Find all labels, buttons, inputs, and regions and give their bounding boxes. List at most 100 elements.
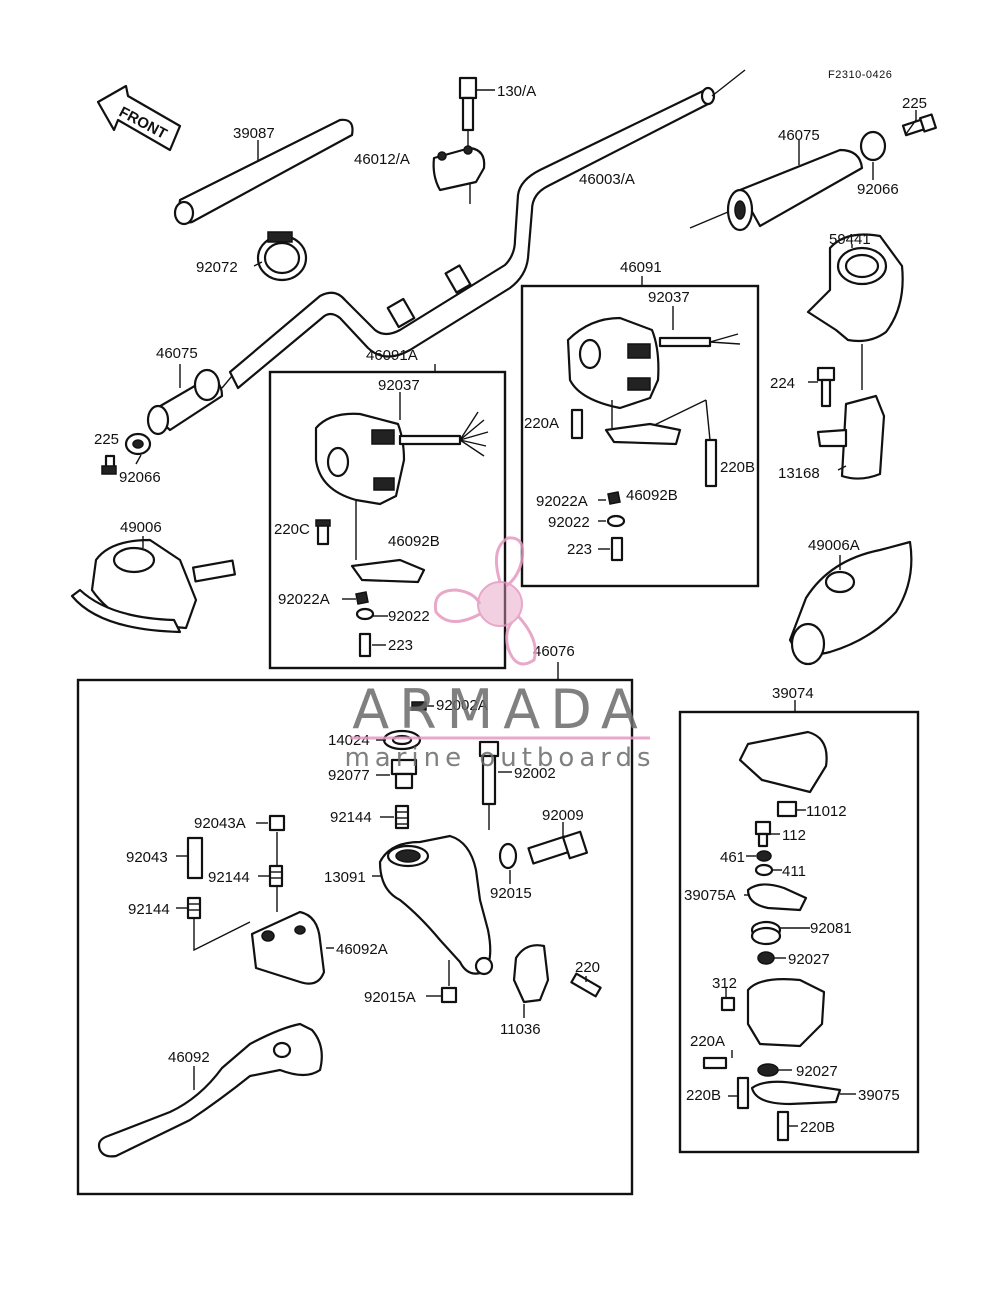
label-92072: 92072 bbox=[196, 259, 238, 276]
holder-bolt bbox=[458, 76, 495, 132]
left-washer bbox=[355, 607, 375, 621]
label-92015A: 92015A bbox=[364, 989, 416, 1006]
washer-92027-a bbox=[757, 951, 775, 965]
figure-code: F2310-0426 bbox=[828, 69, 892, 81]
label-46003A: 46003/A bbox=[579, 171, 635, 188]
choke-lever-box bbox=[678, 710, 920, 1154]
reservoir-cap bbox=[390, 758, 418, 790]
label-46075-left: 46075 bbox=[156, 345, 198, 362]
pivot-bolt bbox=[478, 740, 500, 830]
left-switch-cover bbox=[70, 536, 237, 634]
spring-92081 bbox=[750, 920, 782, 946]
watermark-propeller-icon bbox=[433, 536, 537, 666]
label-13091: 13091 bbox=[324, 869, 366, 886]
lever-plate-39075 bbox=[750, 1080, 842, 1106]
label-411: 411 bbox=[782, 863, 806, 880]
label-46076: 46076 bbox=[533, 643, 575, 660]
left-nut-square bbox=[355, 591, 369, 605]
label-59441: 59441 bbox=[829, 231, 871, 248]
adjuster-nut bbox=[498, 842, 518, 870]
washer-92027-b bbox=[757, 1063, 779, 1077]
holder-nut bbox=[440, 960, 458, 1004]
left-switch-box bbox=[268, 370, 507, 670]
washer-461 bbox=[756, 850, 772, 862]
watermark: ARMADA marine outboards bbox=[344, 536, 655, 773]
label-92015: 92015 bbox=[490, 885, 532, 902]
label-92022A-left: 92022A bbox=[278, 591, 330, 608]
left-switch-bottom-screw bbox=[358, 632, 372, 658]
left-grip bbox=[146, 364, 224, 436]
label-92002A: 92002A bbox=[436, 697, 488, 714]
label-92027-b: 92027 bbox=[796, 1063, 838, 1080]
clamp-band bbox=[256, 231, 308, 282]
left-switch-housing bbox=[314, 411, 489, 506]
label-92022-left: 92022 bbox=[388, 608, 430, 625]
label-46091A: 46091A bbox=[366, 347, 418, 364]
left-switch-screw bbox=[315, 519, 331, 546]
screw-220B-a bbox=[736, 1076, 750, 1110]
clutch-lever-box bbox=[76, 678, 634, 1196]
handlebar-holder bbox=[432, 130, 486, 204]
front-arrow: FRONT bbox=[96, 84, 182, 152]
label-13168: 13168 bbox=[778, 465, 820, 482]
washer-411 bbox=[754, 863, 774, 877]
label-39075: 39075 bbox=[858, 1087, 900, 1104]
watermark-tagline: marine outboards bbox=[344, 743, 655, 773]
spring-b bbox=[268, 864, 284, 888]
label-220: 220 bbox=[575, 959, 600, 976]
lever-holder bbox=[250, 910, 326, 985]
label-92066-left: 92066 bbox=[119, 469, 161, 486]
spring-c bbox=[186, 896, 251, 952]
label-220A-right: 220A bbox=[524, 415, 559, 432]
label-46075-top: 46075 bbox=[778, 127, 820, 144]
label-11036: 11036 bbox=[500, 1021, 541, 1038]
lever-cover bbox=[738, 730, 828, 794]
label-92144-b: 92144 bbox=[208, 869, 250, 886]
lever-plate-39075A bbox=[746, 883, 808, 912]
label-49006A: 49006A bbox=[808, 537, 860, 554]
label-92043A: 92043A bbox=[194, 815, 246, 832]
bar-pad bbox=[173, 118, 354, 226]
label-220B-a: 220B bbox=[686, 1087, 721, 1104]
clutch-lever bbox=[97, 1022, 323, 1158]
label-11012: 11012 bbox=[806, 803, 847, 820]
label-92043: 92043 bbox=[126, 849, 168, 866]
right-switch-bracket bbox=[604, 400, 682, 446]
handlebar bbox=[221, 69, 746, 390]
label-223-left: 223 bbox=[388, 637, 413, 654]
adjuster-bolt bbox=[527, 830, 589, 865]
part-labels: 130/A 39087 46012/A 46003/A 225 46075 92… bbox=[94, 83, 927, 1136]
right-switch-housing bbox=[566, 316, 741, 410]
label-220B-b: 220B bbox=[800, 1119, 835, 1136]
label-39087: 39087 bbox=[233, 125, 275, 142]
grip-end-cap-left bbox=[124, 432, 152, 456]
label-220B-right: 220B bbox=[720, 459, 755, 476]
label-92066-top: 92066 bbox=[857, 181, 899, 198]
lever-body bbox=[746, 978, 826, 1048]
leader-lines bbox=[135, 119, 917, 1127]
label-92027-a: 92027 bbox=[788, 951, 830, 968]
watermark-brand: ARMADA bbox=[352, 678, 648, 741]
label-312: 312 bbox=[712, 975, 737, 992]
label-46091: 46091 bbox=[620, 259, 662, 276]
screw-left bbox=[101, 454, 117, 475]
screw-220A-box bbox=[702, 1056, 728, 1070]
label-92037-right: 92037 bbox=[648, 289, 690, 306]
throttle-screw bbox=[816, 366, 836, 408]
label-92022-right: 92022 bbox=[548, 514, 590, 531]
label-461: 461 bbox=[720, 849, 745, 866]
label-39074: 39074 bbox=[772, 685, 814, 702]
label-220A-box: 220A bbox=[690, 1033, 725, 1050]
label-225-left: 225 bbox=[94, 431, 119, 448]
label-92144-a: 92144 bbox=[330, 809, 372, 826]
pin-92043A bbox=[268, 814, 286, 912]
label-92077: 92077 bbox=[328, 767, 370, 784]
screw-right bbox=[901, 110, 937, 137]
right-switch-screw-a bbox=[570, 408, 584, 440]
label-46092: 46092 bbox=[168, 1049, 210, 1066]
label-46012A: 46012/A bbox=[354, 151, 410, 168]
label-112: 112 bbox=[782, 827, 806, 844]
label-92037-left: 92037 bbox=[378, 377, 420, 394]
label-130A: 130/A bbox=[497, 83, 536, 100]
